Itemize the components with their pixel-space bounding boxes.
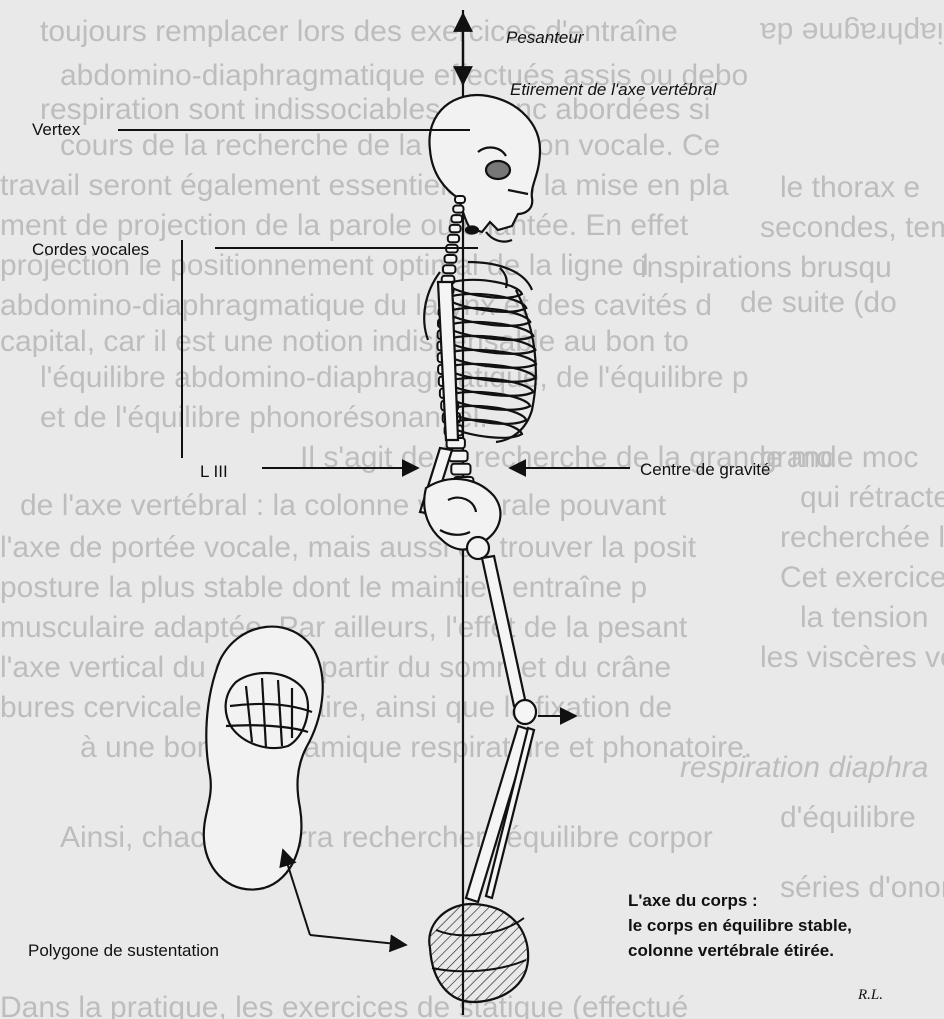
vertebra (455, 196, 465, 203)
polygon-pointer (310, 935, 406, 945)
vertebra (453, 206, 463, 213)
figure-caption: L'axe du corps : le corps en équilibre s… (628, 888, 852, 963)
skull (429, 95, 540, 242)
leg-bones (466, 556, 536, 902)
annotation-pointers (118, 130, 630, 945)
l3-label: L III (200, 462, 228, 482)
vertebra (451, 215, 462, 222)
vertebra (443, 265, 455, 273)
vertebra (450, 225, 461, 232)
vertebra (445, 255, 457, 263)
caption-line-1: L'axe du corps : (628, 888, 852, 913)
vocal-cords-label: Cordes vocales (32, 240, 149, 260)
vertebra (451, 464, 470, 475)
gravity-label: Pesanteur (506, 28, 584, 48)
caption-line-3: colonne vertébrale étirée. (628, 938, 852, 963)
ribs (452, 280, 536, 438)
caption-line-2: le corps en équilibre stable, (628, 913, 852, 938)
axis-stretch-label: Etirement de l'axe vertébral (510, 80, 716, 100)
pelvis (424, 479, 500, 559)
centre-of-gravity-label: Centre de gravité (640, 460, 770, 480)
support-polygon-drawing (204, 627, 323, 890)
vertebra (448, 235, 459, 243)
polygon-pointer-secondary (283, 850, 310, 935)
feet (429, 904, 528, 1002)
vertex-label: Vertex (32, 120, 80, 140)
author-signature: R.L. (858, 987, 883, 1004)
support-polygon-label: Polygone de sustentation (28, 941, 219, 961)
